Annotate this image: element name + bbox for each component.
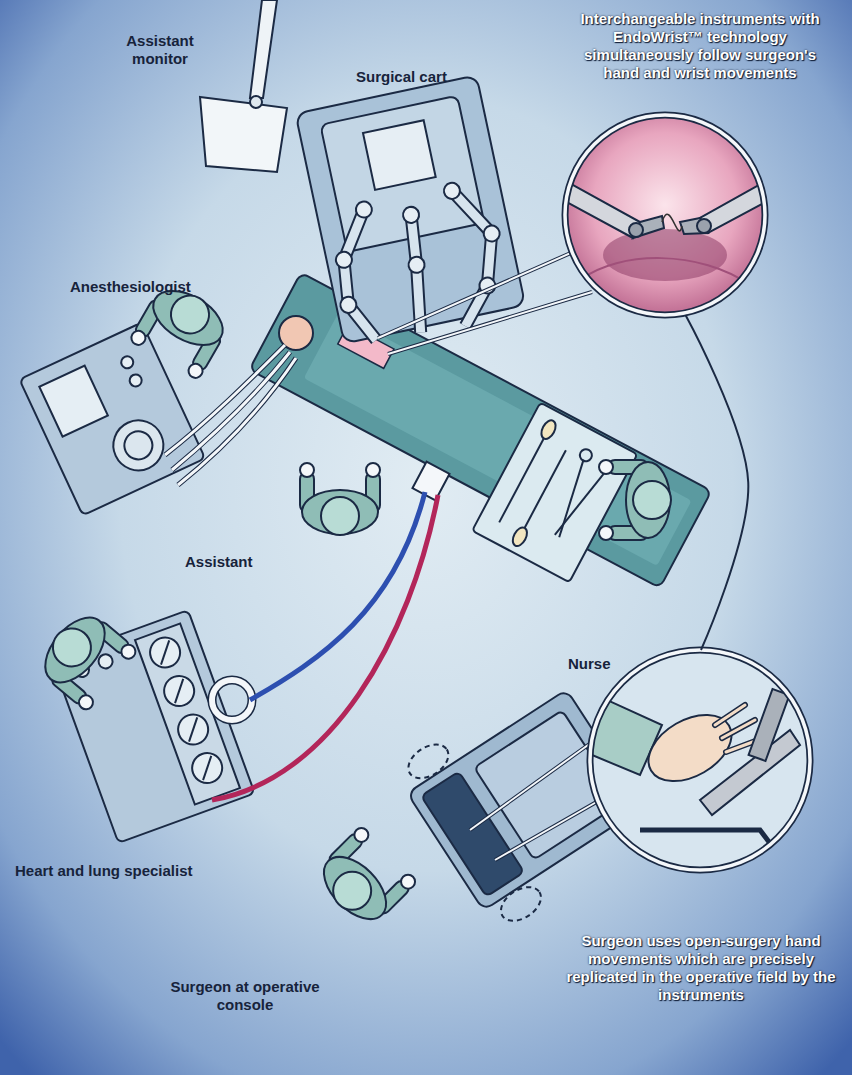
callout-rim: [565, 115, 765, 315]
staff-figures-part: [300, 463, 380, 535]
surgical-cart-part: [320, 96, 484, 252]
assistant-monitor-part: [200, 97, 287, 172]
anesthesia-machine-part: [119, 354, 135, 370]
heart-lung-machine-part: [196, 756, 218, 780]
surgical-cart: [295, 75, 526, 351]
instrument-tray-part: [555, 464, 606, 542]
magnifier-leaders-part: [378, 252, 573, 338]
instrument-tray-part: [510, 525, 530, 548]
callout-rim: [590, 650, 810, 870]
anesthesia-machine-part: [39, 366, 108, 437]
instrument-tray-part: [546, 460, 597, 538]
blood-tubes: [212, 492, 438, 800]
surgical-cart-part: [402, 205, 421, 224]
instrument-tray-part: [524, 450, 566, 529]
callout-circle: Interchangeable instruments with EndoWri…: [555, 8, 845, 315]
heart-lung-machine-part: [168, 679, 190, 703]
anesthesia-machine-part: [128, 372, 144, 388]
surgical-cart-part: [482, 224, 501, 243]
instrument-closeup-part: [662, 214, 682, 231]
instrument-closeup-part: [580, 258, 750, 285]
magnifier-leaders-part: [495, 800, 600, 860]
callout-connector: [686, 315, 749, 650]
assistant-monitor-part: [250, 0, 277, 98]
magnifier-leaders-part: [388, 292, 592, 354]
callout-rim: [590, 650, 810, 870]
callout-circle: Surgeon uses open-surgery hand movements…: [555, 650, 847, 1060]
staff-figures-part: [599, 460, 671, 540]
instrument-tray-part: [499, 434, 546, 522]
heart-lung-machine-part: [154, 640, 176, 664]
heart-lung-machine-part: [182, 717, 204, 741]
surgical-cart-part: [354, 200, 373, 219]
anesthesia-tubes: [165, 345, 296, 485]
surgical-cart-part: [339, 295, 358, 314]
surgical-cart-part: [442, 181, 461, 200]
instrument-closeup-part: [629, 223, 643, 237]
instrument-closeup-part: [697, 219, 711, 233]
magnifier-leaders-part: [470, 740, 595, 830]
surgical-cart-part: [437, 185, 509, 326]
hand-control-closeup-part: [749, 689, 790, 761]
staff-figures-part: [310, 825, 417, 932]
blood-tubes-part: [212, 495, 438, 800]
part-label: Heart and lung specialist: [15, 862, 255, 880]
heart-lung-machine-part: [188, 749, 226, 787]
operating-table-part: [412, 462, 449, 501]
instrument-closeup: [548, 115, 788, 315]
anesthesia-machine-part: [105, 412, 171, 478]
heart-lung-machine-part: [174, 710, 212, 748]
hand-control-closeup-part: [700, 730, 800, 815]
surgical-cart-part: [330, 210, 391, 344]
part-label: Anesthesiologist: [70, 278, 240, 296]
magnifier-leaders: [378, 252, 600, 860]
hand-control-closeup: [580, 650, 810, 870]
blood-tubes-part: [212, 680, 252, 720]
callout-caption: Interchangeable instruments with EndoWri…: [567, 10, 833, 82]
magnifier-leaders-part: [378, 252, 573, 338]
instrument-tray-part: [539, 418, 559, 441]
heart-lung-machine-part: [160, 672, 198, 710]
part-label: Surgical cart: [356, 68, 486, 86]
operating-table-part: [249, 273, 711, 588]
surgical-cart-part: [330, 210, 391, 344]
staff-figures-part: [32, 605, 139, 713]
anesthesia-machine-part: [19, 322, 205, 515]
part-label: Nurse: [568, 655, 628, 673]
part-label: Assistant: [185, 553, 285, 571]
surgical-cart-part: [407, 255, 426, 274]
surgical-cart-part: [437, 185, 509, 326]
operating-table: [249, 273, 711, 588]
console-part: [402, 738, 454, 785]
magnifier-leaders-part: [495, 800, 600, 860]
surgical-cart-part: [334, 250, 353, 269]
magnifier-leaders-part: [388, 292, 592, 354]
blood-tubes-part: [212, 680, 252, 720]
surgical-cart-part: [363, 120, 436, 190]
callout-caption: Surgeon uses open-surgery hand movements…: [555, 932, 847, 1004]
instrument-closeup-part: [548, 175, 640, 238]
instrument-closeup-part: [603, 229, 727, 281]
heart-lung-machine-part: [146, 633, 184, 671]
anesthesia-machine: [19, 322, 205, 515]
anesthesia-machine-part: [120, 427, 157, 464]
assistant-monitor-part: [250, 96, 262, 108]
instrument-tray: [472, 403, 637, 583]
instrument-closeup-part: [700, 172, 788, 233]
console-part: [495, 880, 547, 927]
surgical-cart-part: [295, 75, 525, 343]
part-label: Surgeon at operative console: [170, 978, 320, 1014]
part-label: Assistant monitor: [112, 32, 208, 68]
assistant-monitor: [200, 0, 287, 172]
instrument-tray-part: [472, 403, 637, 583]
instrument-tray-part: [578, 447, 594, 463]
callout-rim: [565, 115, 765, 315]
magnifier-leaders-part: [470, 740, 595, 830]
staff-figures: [32, 278, 671, 932]
